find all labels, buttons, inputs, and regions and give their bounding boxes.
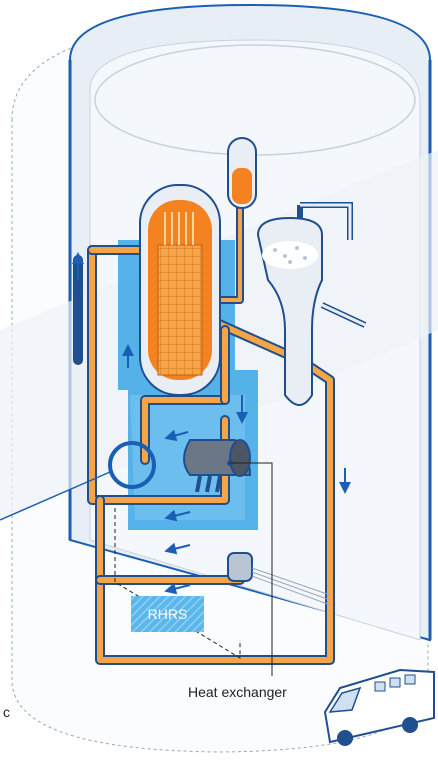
reactor-vessel xyxy=(140,185,220,395)
cropped-edge-label: c xyxy=(0,704,10,720)
rhrs-label: RHRS xyxy=(131,606,204,622)
pressurizer xyxy=(228,138,256,208)
heat-exchanger-label: Heat exchanger xyxy=(188,684,287,700)
